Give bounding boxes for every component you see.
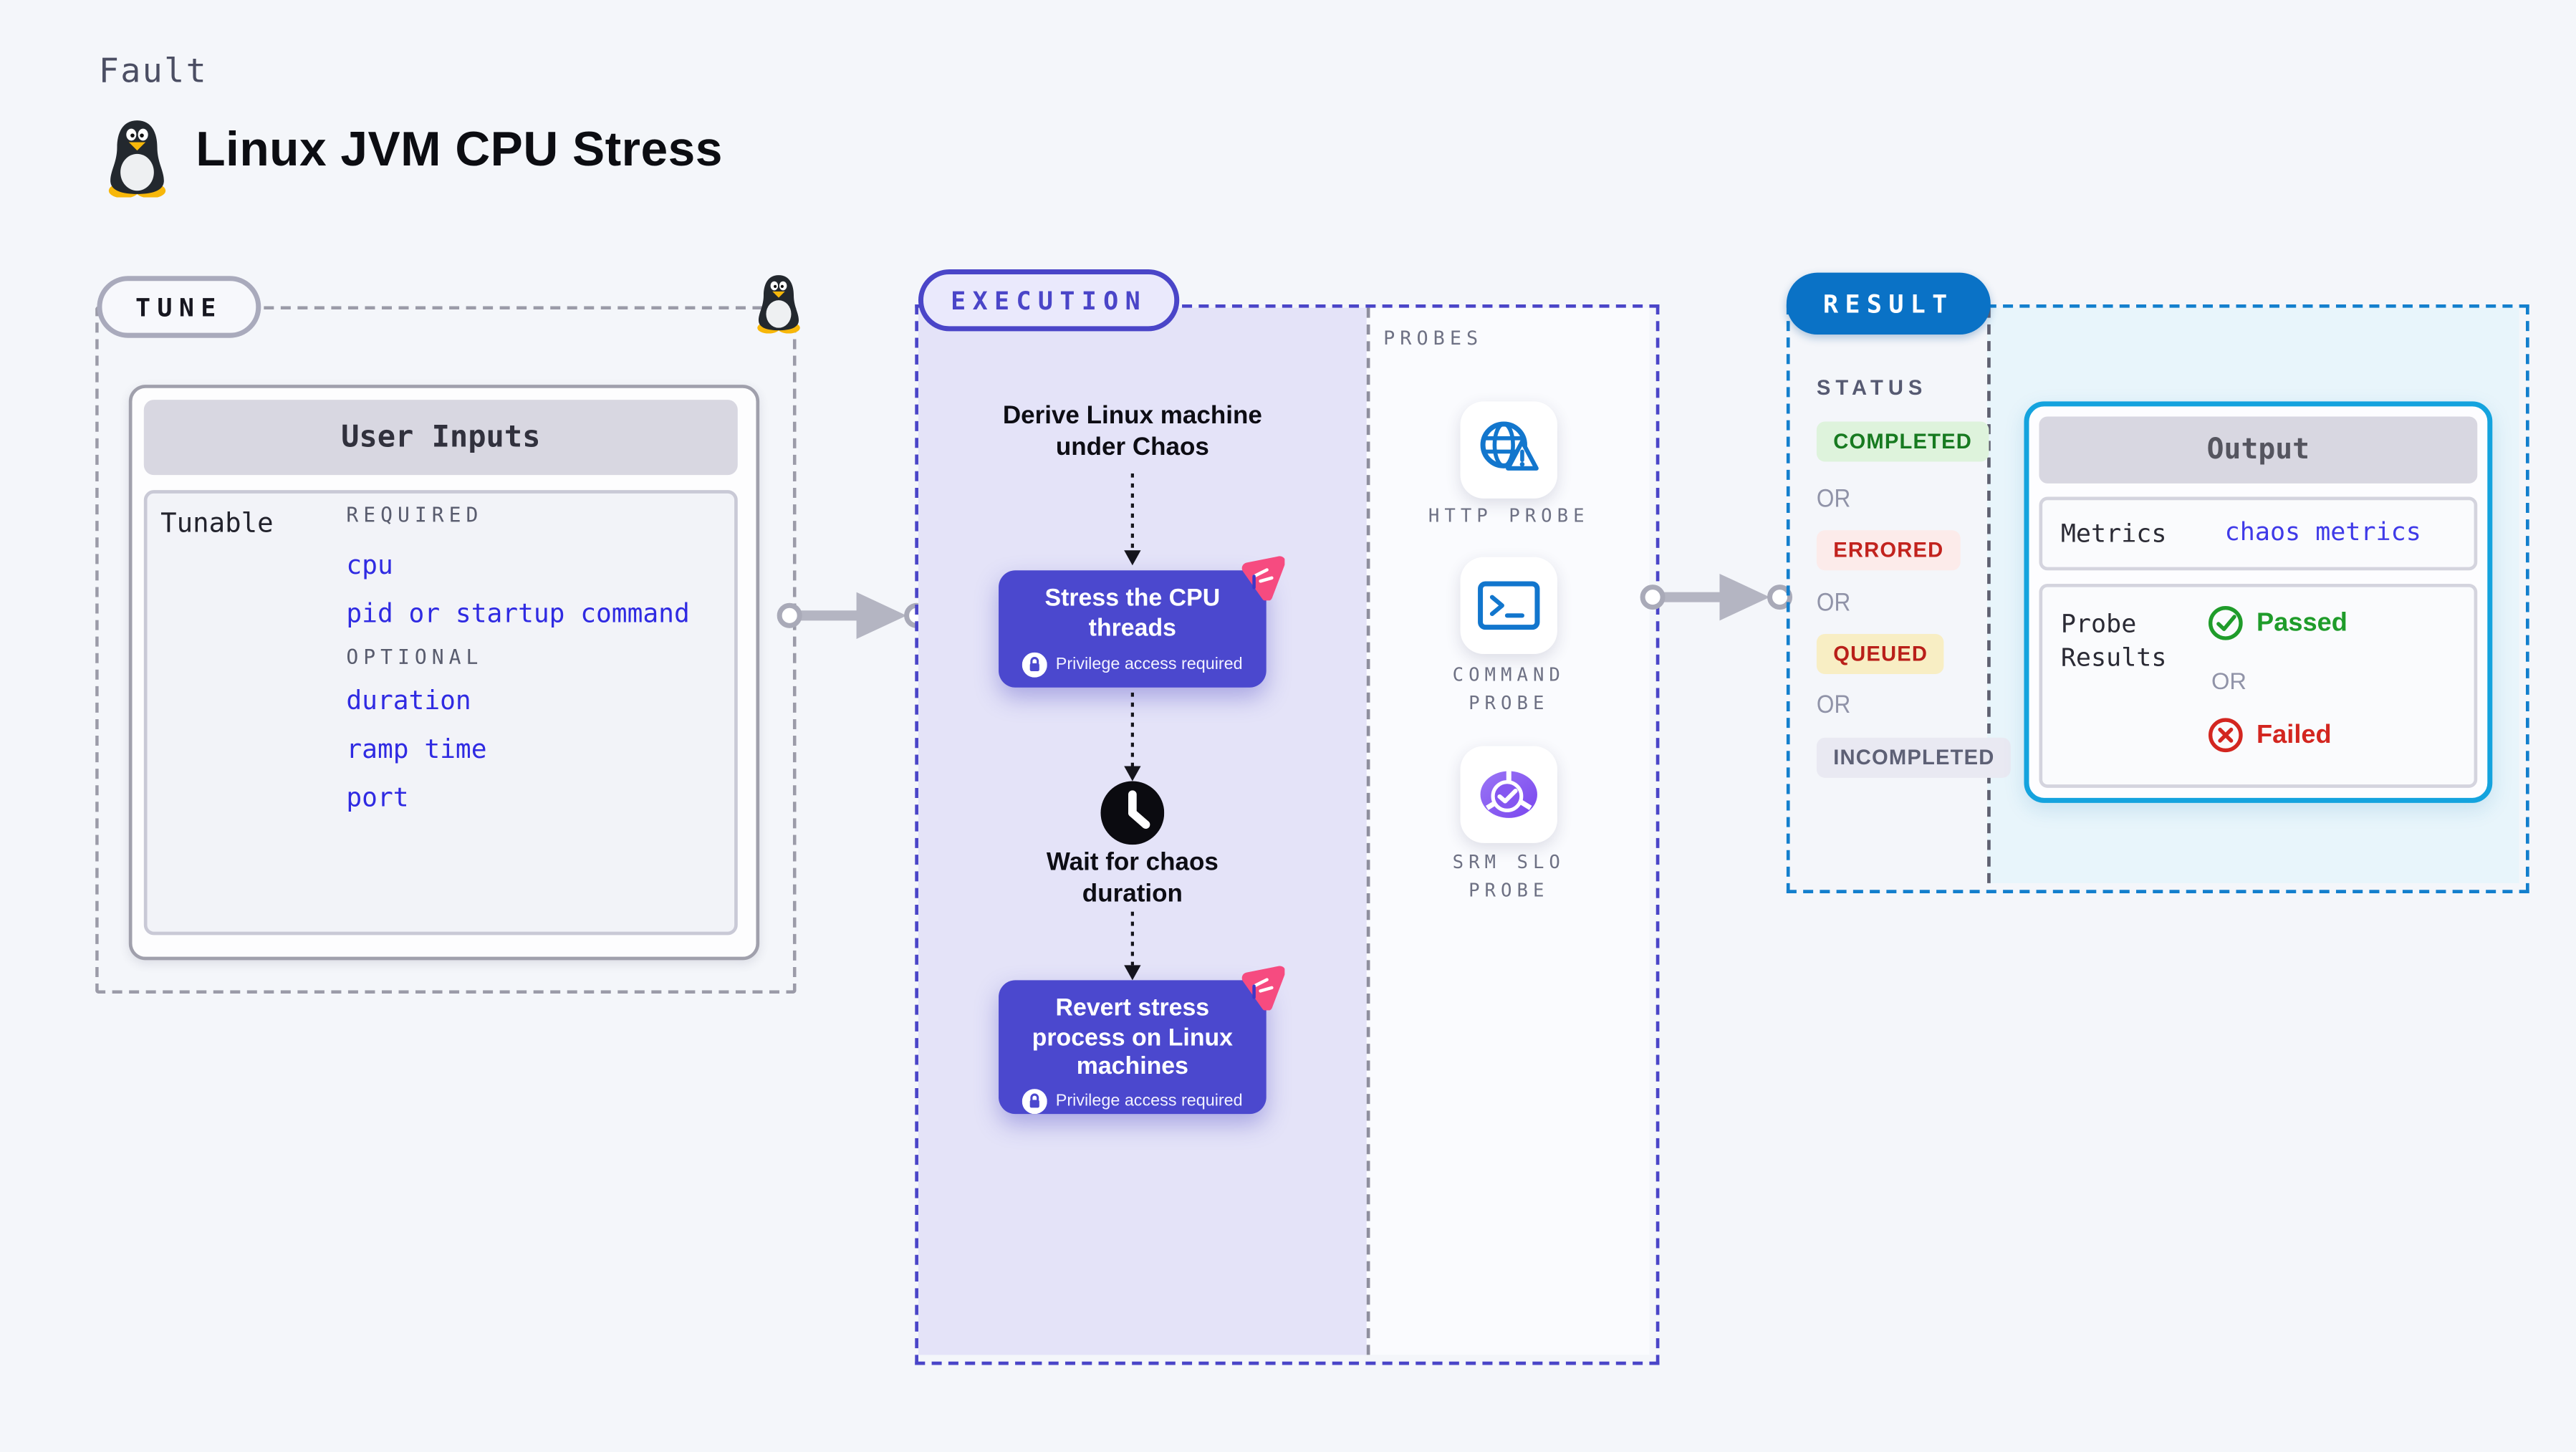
step-stress-cpu-node[interactable]: Stress the CPU threads Privilege access … (999, 570, 1267, 688)
output-title: Output (2039, 416, 2478, 484)
execution-label-pill: EXECUTION (918, 269, 1180, 332)
or-separator: OR (1816, 485, 1851, 514)
status-badge-incompleted: INCOMPLETED (1816, 737, 2012, 778)
input-pid-or-startup-command[interactable]: pid or startup command (346, 598, 690, 629)
flow-connector (1124, 473, 1141, 566)
status-badge-queued: QUEUED (1816, 634, 1945, 675)
user-inputs-title: User Inputs (143, 400, 738, 476)
failed-label: Failed (2257, 720, 2332, 749)
tune-label-pill: TUNE (97, 276, 261, 338)
metrics-label: Metrics (2060, 518, 2167, 549)
input-duration[interactable]: duration (346, 686, 471, 716)
srm-slo-probe-card (1460, 746, 1557, 843)
input-ramp-time[interactable]: ramp time (346, 734, 487, 765)
fault-kicker: Fault (98, 50, 208, 91)
chaos-fault-icon (1241, 556, 1285, 601)
metrics-value-link[interactable]: chaos metrics (2224, 516, 2421, 547)
privilege-note: Privilege access required (1055, 1092, 1243, 1111)
chaos-fault-icon (1241, 966, 1285, 1011)
or-separator: OR (1816, 588, 1851, 617)
execution-container (915, 304, 1660, 1365)
arrow-tune-to-execution (777, 592, 930, 640)
terminal-icon (1478, 581, 1540, 630)
command-probe-label: COMMAND PROBE (1452, 664, 1565, 715)
probe-results-row (2039, 583, 2478, 788)
x-circle-icon (2209, 718, 2243, 753)
required-heading: REQUIRED (346, 503, 484, 527)
wait-clock-icon (1100, 781, 1165, 845)
result-container (1786, 304, 2529, 893)
srm-slo-probe-label: SRM SLO PROBE (1452, 851, 1565, 902)
optional-heading: OPTIONAL (346, 645, 484, 670)
http-probe-card (1460, 401, 1557, 499)
tux-penguin-icon-small (757, 275, 800, 334)
or-separator: OR (2211, 667, 2247, 695)
lock-icon (1022, 1089, 1048, 1115)
passed-line: Passed (2208, 605, 2347, 640)
command-probe-card (1460, 557, 1557, 655)
step-stress-cpu-label: Stress the CPU threads (1044, 585, 1221, 642)
step-derive-machine: Derive Linux machine under Chaos (1002, 401, 1262, 461)
lock-icon (1022, 653, 1048, 678)
flow-connector (1124, 911, 1141, 981)
slo-donut-icon (1480, 771, 1537, 818)
privilege-note: Privilege access required (1055, 656, 1243, 675)
passed-label: Passed (2257, 607, 2347, 637)
failed-line: Failed (2208, 718, 2332, 753)
input-port[interactable]: port (346, 782, 409, 813)
result-label-pill: RESULT (1786, 272, 1991, 335)
tux-penguin-icon (108, 120, 166, 198)
step-revert-label: Revert stress process on Linux machines (1032, 995, 1234, 1082)
page-title: Linux JVM CPU Stress (196, 123, 723, 178)
or-separator: OR (1816, 691, 1851, 720)
input-cpu[interactable]: cpu (346, 550, 393, 581)
probes-heading: PROBES (1383, 326, 1484, 350)
check-circle-icon (2209, 605, 2243, 640)
status-badge-errored: ERRORED (1816, 530, 1961, 571)
tunable-row-label: Tunable (160, 506, 274, 539)
probe-results-label: Probe Results (2060, 608, 2167, 673)
arrow-execution-to-result (1640, 573, 1793, 621)
flow-connector (1124, 692, 1141, 782)
status-badge-completed: COMPLETED (1816, 421, 1989, 462)
status-heading: STATUS (1816, 376, 1928, 400)
http-probe-label: HTTP PROBE (1428, 505, 1590, 527)
step-revert-node[interactable]: Revert stress process on Linux machines … (999, 980, 1267, 1115)
step-wait-label: Wait for chaos duration (1046, 847, 1219, 908)
metrics-row (2039, 496, 2478, 571)
user-inputs-panel (143, 490, 738, 936)
tune-container (95, 306, 797, 994)
globe-alert-icon (1480, 421, 1539, 471)
